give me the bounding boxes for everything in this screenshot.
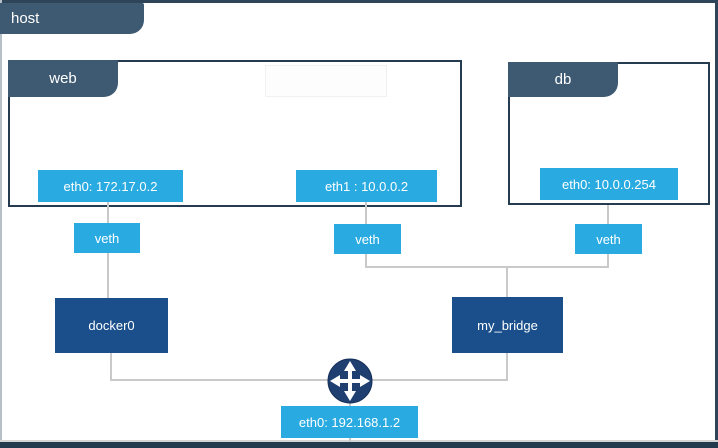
- interface-web-eth1: eth1 : 10.0.0.2: [296, 170, 437, 202]
- connector-vethmid-bus: [365, 254, 367, 268]
- interface-db-eth0-label: eth0: 10.0.0.254: [562, 176, 656, 192]
- connector-mybridge-down: [506, 353, 508, 381]
- interface-host-eth0: eth0: 192.168.1.2: [281, 406, 418, 438]
- bridge-docker0: docker0: [55, 298, 168, 353]
- connector-eth0host-bottom: [349, 438, 351, 442]
- router-icon: [327, 358, 373, 404]
- connector-veth-docker0: [107, 253, 109, 298]
- veth-db-mybridge: veth: [575, 224, 642, 254]
- host-label-tab: host: [0, 3, 144, 34]
- four-way-arrows-icon: [327, 358, 373, 404]
- connector-bus-mybridge-horizontal: [365, 266, 609, 268]
- connector-bridges-horizontal: [110, 379, 508, 381]
- container-db-label: db: [554, 71, 572, 88]
- interface-web-eth0: eth0: 172.17.0.2: [38, 170, 183, 202]
- interface-db-eth0: eth0: 10.0.0.254: [540, 168, 678, 200]
- veth-db-mybridge-label: veth: [596, 231, 621, 247]
- connector-vethright-bus: [607, 254, 609, 268]
- interface-host-eth0-label: eth0: 192.168.1.2: [298, 414, 401, 430]
- host-border-left: [0, 0, 2, 448]
- container-web-tab: web: [8, 60, 118, 97]
- connector-bus-mybridge-vertical: [506, 266, 508, 297]
- veth-docker0-label: veth: [94, 230, 120, 246]
- connector-docker0-down: [110, 353, 112, 381]
- veth-web-mybridge: veth: [334, 224, 401, 254]
- interface-web-eth0-label: eth0: 172.17.0.2: [63, 178, 158, 194]
- veth-docker0: veth: [74, 223, 140, 253]
- connector-router-eth0host: [349, 402, 351, 407]
- container-db-tab: db: [508, 62, 618, 97]
- container-web-label: web: [49, 70, 77, 87]
- interface-web-eth1-label: eth1 : 10.0.0.2: [324, 178, 409, 194]
- connector-eth0db-veth: [607, 205, 609, 224]
- connector-eth1web-veth: [365, 202, 367, 224]
- connector-eth0web-veth: [107, 202, 109, 223]
- host-label: host: [11, 10, 40, 27]
- host-border-top: [0, 0, 718, 3]
- bridge-mybridge: my_bridge: [452, 297, 563, 353]
- veth-web-mybridge-label: veth: [355, 231, 380, 247]
- host-border-bottom-bar: [0, 440, 718, 448]
- bridge-mybridge-label: my_bridge: [477, 317, 538, 333]
- blank-overlay-box: [265, 65, 387, 97]
- host-border-right: [715, 0, 718, 448]
- bridge-docker0-label: docker0: [88, 318, 135, 333]
